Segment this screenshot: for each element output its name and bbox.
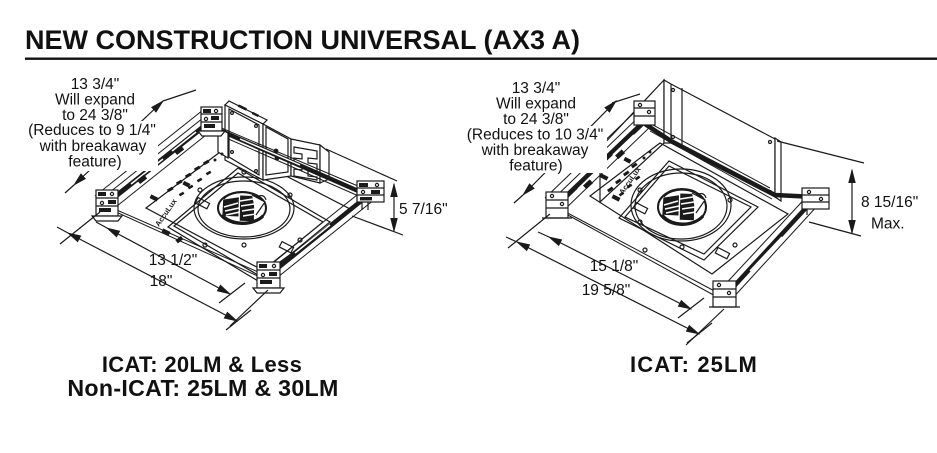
svg-text:13 1/2": 13 1/2" — [149, 252, 198, 269]
svg-text:Max.: Max. — [871, 216, 905, 233]
svg-text:NEW CONSTRUCTION UNIVERSAL (AX: NEW CONSTRUCTION UNIVERSAL (AX3 A) — [25, 25, 580, 55]
svg-text:15 1/8": 15 1/8" — [590, 258, 639, 275]
svg-text:13 3/4": 13 3/4" — [71, 76, 120, 93]
svg-text:feature): feature) — [68, 154, 121, 171]
svg-text:Non-ICAT: 25LM & 30LM: Non-ICAT: 25LM & 30LM — [67, 375, 338, 401]
svg-text:18": 18" — [150, 273, 173, 290]
svg-text:feature): feature) — [509, 158, 562, 175]
svg-text:ICAT: 20LM & Less: ICAT: 20LM & Less — [102, 352, 302, 377]
svg-text:with breakaway: with breakaway — [481, 142, 589, 159]
svg-text:Will expand: Will expand — [55, 92, 135, 109]
svg-text:19 5/8": 19 5/8" — [582, 282, 631, 299]
svg-text:to 24 3/8": to 24 3/8" — [503, 111, 569, 128]
svg-text:to 24 3/8": to 24 3/8" — [62, 107, 128, 124]
svg-text:with breakaway: with breakaway — [39, 138, 147, 155]
svg-text:(Reduces to 10 3/4": (Reduces to 10 3/4" — [467, 127, 603, 144]
svg-text:13 3/4": 13 3/4" — [512, 80, 561, 97]
svg-text:5 7/16": 5 7/16" — [399, 201, 448, 218]
svg-text:8 15/16": 8 15/16" — [861, 194, 918, 211]
svg-text:ICAT: 25LM: ICAT: 25LM — [630, 352, 758, 377]
svg-text:Will expand: Will expand — [496, 96, 576, 113]
svg-text:(Reduces to 9 1/4": (Reduces to 9 1/4" — [28, 122, 156, 139]
